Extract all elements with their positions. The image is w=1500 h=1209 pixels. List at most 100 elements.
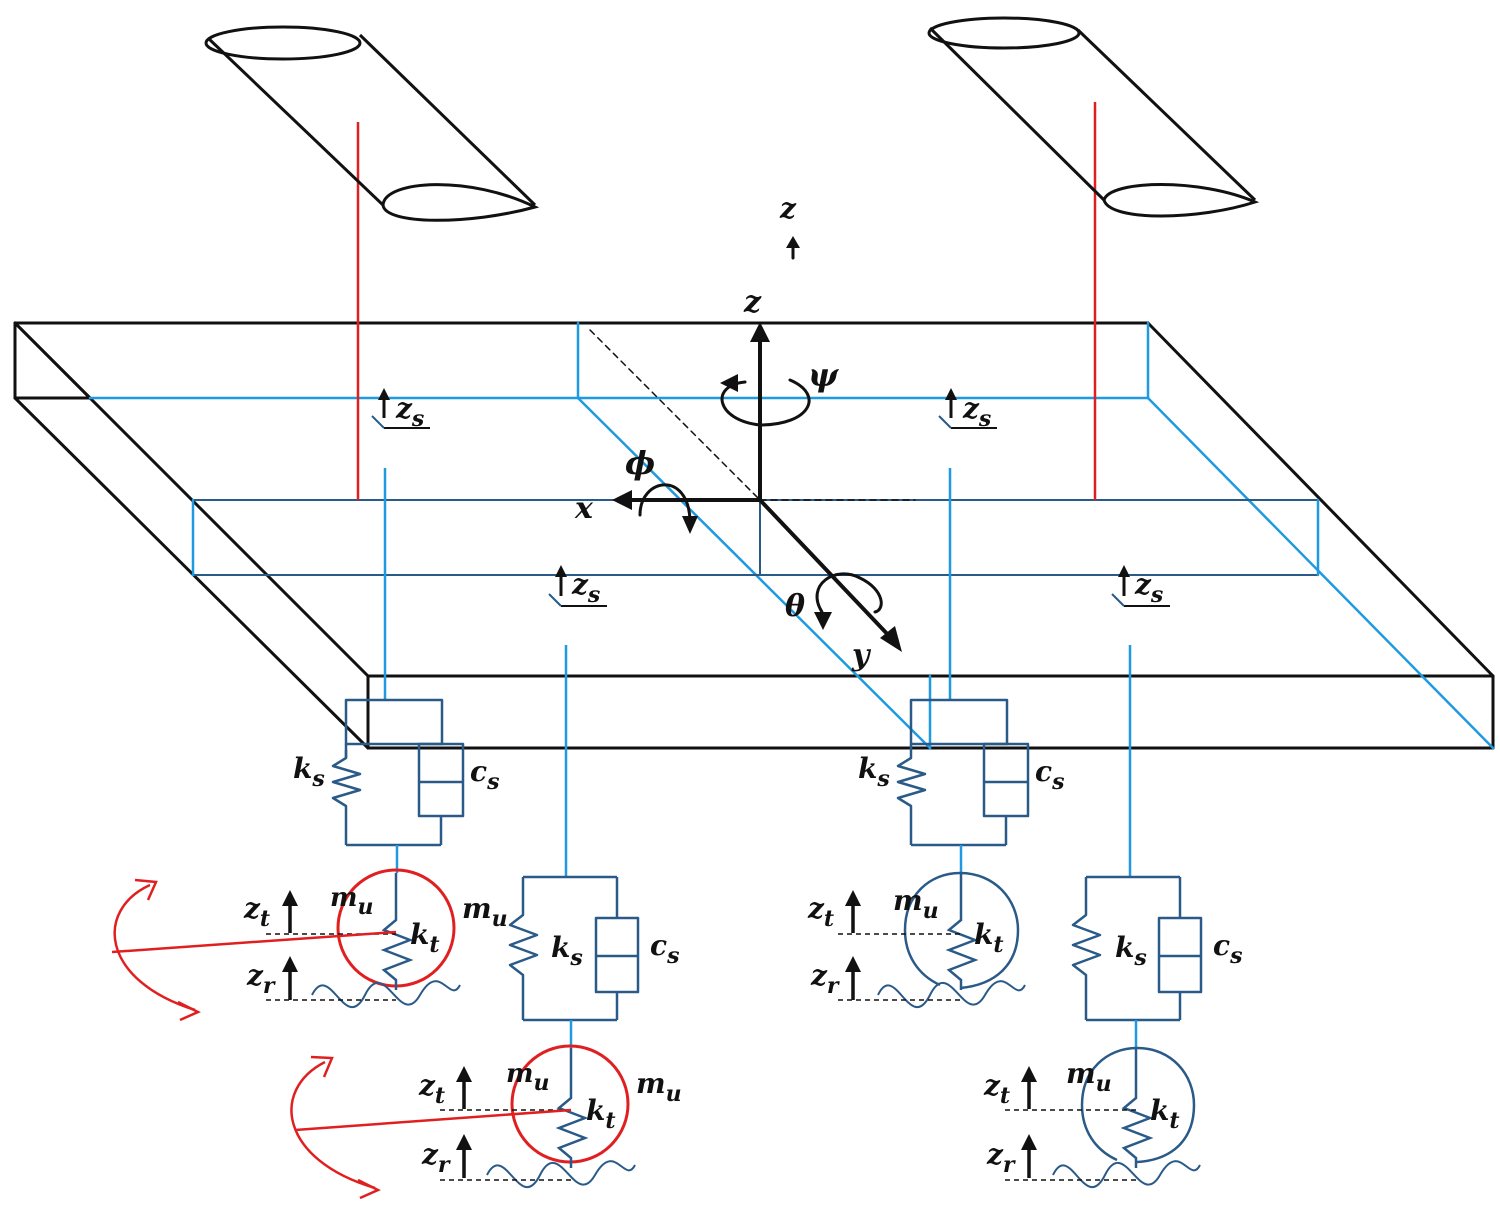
- zs-z: z: [962, 392, 980, 425]
- zs-z: z: [571, 568, 589, 601]
- label-theta: θ: [785, 589, 805, 624]
- zs-marker-front-left: zs: [371, 388, 430, 432]
- svg-text:zs: zs: [1134, 568, 1163, 608]
- svg-text:kt: kt: [410, 918, 440, 958]
- svg-text:ks: ks: [1115, 931, 1147, 971]
- axis-label-x: x: [574, 491, 594, 526]
- mu-m: m: [893, 884, 923, 917]
- svg-text:mu: mu: [330, 883, 374, 920]
- x-axis-arrow: [612, 490, 632, 510]
- spring-ks: [331, 750, 362, 845]
- kt-t: t: [1169, 1108, 1179, 1134]
- zs-marker-rear-right: zs: [1111, 565, 1170, 608]
- svg-text:mu: mu: [636, 1067, 682, 1107]
- mu-m: m: [462, 892, 492, 925]
- rotor-left: [204, 25, 540, 500]
- svg-text:cs: cs: [650, 929, 679, 969]
- mu-inner-u: u: [534, 1070, 550, 1096]
- zt-z: z: [418, 1069, 436, 1102]
- svg-text:zs: zs: [395, 392, 424, 432]
- zt-z: z: [807, 892, 825, 925]
- cs-s: s: [486, 769, 499, 795]
- mu-u: u: [1096, 1071, 1112, 1097]
- zs-s: s: [411, 406, 424, 432]
- mu-inner-u: u: [358, 894, 374, 920]
- ks-k: k: [858, 752, 877, 785]
- cs-c: c: [1213, 929, 1230, 962]
- ks-k: k: [551, 931, 570, 964]
- platform-black-edges: [13, 321, 1495, 750]
- y-axis-arrow: [880, 626, 902, 652]
- svg-text:zt: zt: [418, 1069, 445, 1109]
- mu-m: m: [1066, 1057, 1096, 1090]
- center-dashed-line: [589, 329, 761, 501]
- svg-text:kt: kt: [974, 918, 1004, 958]
- svg-text:mu: mu: [506, 1059, 550, 1096]
- svg-text:cs: cs: [470, 755, 499, 795]
- svg-text:zr: zr: [810, 959, 840, 999]
- cs-c: c: [650, 929, 667, 962]
- ks-k: k: [293, 752, 312, 785]
- axis-label-y: y: [851, 638, 872, 673]
- label-psi: ψ: [808, 356, 839, 394]
- rotor-right: [927, 16, 1260, 500]
- suspension-front-left: ks cs: [293, 468, 499, 873]
- zr-r: r: [827, 973, 840, 999]
- zr-z: z: [246, 959, 264, 992]
- svg-text:zr: zr: [986, 1138, 1016, 1178]
- svg-text:ks: ks: [293, 752, 325, 792]
- damper-cs: [982, 742, 1030, 818]
- cs-s: s: [666, 943, 679, 969]
- cs-s: s: [1229, 943, 1242, 969]
- zt-t: t: [260, 906, 270, 932]
- mu-inner-m: m: [330, 883, 358, 913]
- zs-marker-rear-left: zs: [548, 565, 607, 608]
- phi-rotation-arrow: [638, 483, 692, 522]
- spring-ks: [1071, 877, 1102, 1020]
- svg-text:mu: mu: [1066, 1057, 1112, 1097]
- zs-s: s: [978, 406, 991, 432]
- axis-label-z-top: z: [779, 192, 797, 225]
- wheel-front-left: zt zr mu mu kt: [111, 868, 508, 1022]
- svg-text:zr: zr: [421, 1138, 451, 1178]
- mu-m: m: [636, 1067, 666, 1100]
- zt-z: z: [983, 1069, 1001, 1102]
- kt-t: t: [993, 932, 1003, 958]
- cs-c: c: [1035, 755, 1052, 788]
- theta-rotation-arrow: [815, 572, 883, 614]
- zt-t: t: [435, 1083, 445, 1109]
- mu-u: u: [666, 1081, 682, 1107]
- zr-z: z: [810, 959, 828, 992]
- z-axis-arrow: [750, 322, 770, 342]
- y-axis: [758, 498, 895, 642]
- svg-text:kt: kt: [1150, 1094, 1180, 1134]
- spring-ks: [508, 877, 539, 1020]
- suspension-rear-left: k s cs: [508, 645, 679, 1048]
- svg-text:cs: cs: [1213, 929, 1242, 969]
- axis-label-z: z: [743, 285, 762, 320]
- suspension-rear-right: ks cs: [1071, 645, 1242, 1048]
- kt-k: k: [974, 918, 993, 951]
- svg-text:zt: zt: [243, 892, 270, 932]
- platform: [13, 321, 1495, 750]
- kt-k: k: [410, 918, 429, 951]
- wheel-front-right: zt zr mu kt: [807, 871, 1026, 1009]
- svg-text:mu: mu: [462, 892, 508, 932]
- kt-t: t: [429, 932, 439, 958]
- kt-k: k: [586, 1094, 605, 1127]
- ks-s: s: [876, 766, 889, 792]
- ks-s: s: [311, 766, 324, 792]
- zt-t: t: [1000, 1083, 1010, 1109]
- svg-text:cs: cs: [1035, 755, 1064, 795]
- zr-r: r: [1003, 1152, 1016, 1178]
- mu-inner-m: m: [506, 1059, 534, 1089]
- psi-rotation-arrow: [720, 378, 811, 427]
- label-phi: ϕ: [625, 444, 655, 482]
- spring-ks: [896, 744, 927, 845]
- zs-z: z: [1134, 568, 1152, 601]
- kt-t: t: [605, 1108, 615, 1134]
- zs-marker-front-right: zs: [938, 388, 997, 432]
- svg-text:kt: kt: [586, 1094, 616, 1134]
- platform-blue-edges: [88, 321, 1495, 750]
